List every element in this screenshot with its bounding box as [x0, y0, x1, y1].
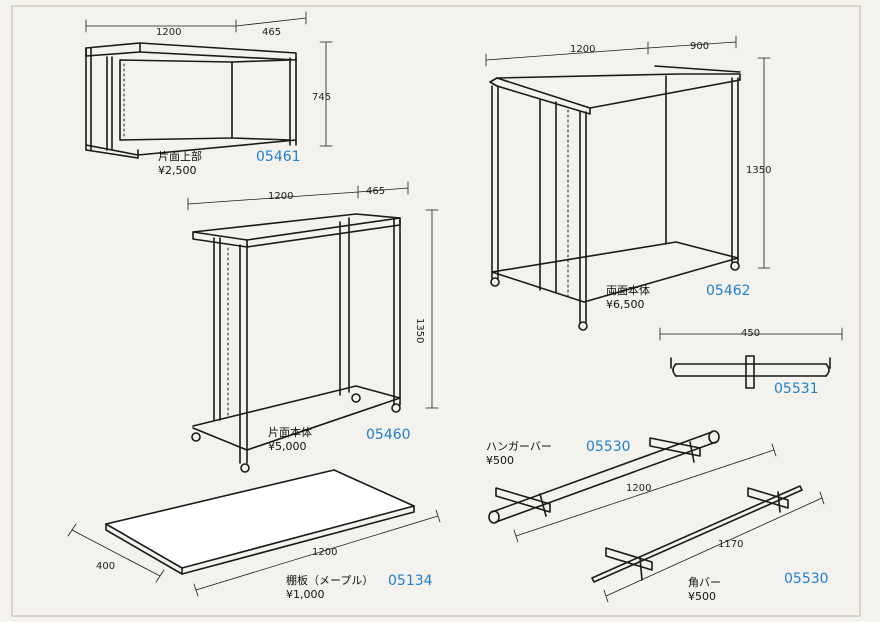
product-05461: 片面上部 ¥2,500: [158, 150, 202, 178]
product-code-05531: 05531: [774, 381, 819, 397]
product-05134: 棚板（メープル） ¥1,000: [286, 574, 373, 602]
product-name: 片面本体: [268, 426, 312, 439]
product-price: ¥2,500: [158, 163, 197, 177]
product-price: ¥1,000: [286, 587, 325, 601]
drawing-05462: [485, 35, 771, 331]
product-name: 角バー: [688, 576, 721, 589]
product-05530-square: 角バー ¥500: [688, 576, 721, 604]
dim-height-05460: 1350: [414, 318, 425, 344]
dim-width-05462: 1200: [570, 44, 596, 55]
product-name: ハンガーバー: [486, 440, 552, 453]
product-name: 片面上部: [158, 150, 202, 163]
dim-width-05134: 1200: [312, 547, 338, 558]
product-05462: 両面本体 ¥6,500: [606, 284, 650, 312]
drawing-05531: [659, 327, 843, 389]
dim-height-05461: 745: [312, 92, 332, 103]
dim-width-05460: 1200: [268, 191, 294, 202]
dim-depth-05462: 900: [690, 41, 710, 52]
product-05460: 片面本体 ¥5,000: [268, 426, 312, 454]
product-price: ¥6,500: [606, 297, 645, 311]
product-code: 05462: [706, 283, 751, 299]
dim-width-05461: 1200: [156, 27, 182, 38]
dim-width-05530-square: 1170: [718, 539, 744, 550]
product-code: 05530: [586, 439, 631, 455]
drawing-05460: [187, 181, 439, 473]
product-05530-hanger: ハンガーバー ¥500: [486, 440, 552, 468]
drawing-05461: [85, 11, 333, 159]
dim-height-05462: 1350: [746, 165, 772, 176]
product-price: ¥500: [486, 453, 514, 467]
page-border: [11, 5, 861, 617]
product-code: 05134: [388, 573, 433, 589]
product-code: 05461: [256, 149, 301, 165]
product-name: 棚板（メープル）: [286, 574, 374, 587]
dim-depth-05134: 400: [96, 561, 116, 572]
dim-width-05531: 450: [741, 328, 761, 339]
product-code: 05460: [366, 427, 411, 443]
product-name: 両面本体: [606, 284, 650, 297]
dim-depth-05460: 465: [366, 186, 386, 197]
drawing-05530-square: [591, 485, 825, 603]
dim-depth-05461: 465: [262, 27, 282, 38]
product-price: ¥500: [688, 589, 716, 603]
drawing-05134: [67, 469, 441, 597]
product-code: 05530: [784, 571, 829, 587]
product-price: ¥5,000: [268, 439, 307, 453]
dim-width-05530-hanger: 1200: [626, 483, 652, 494]
drawing-05530-hanger: [488, 430, 777, 543]
